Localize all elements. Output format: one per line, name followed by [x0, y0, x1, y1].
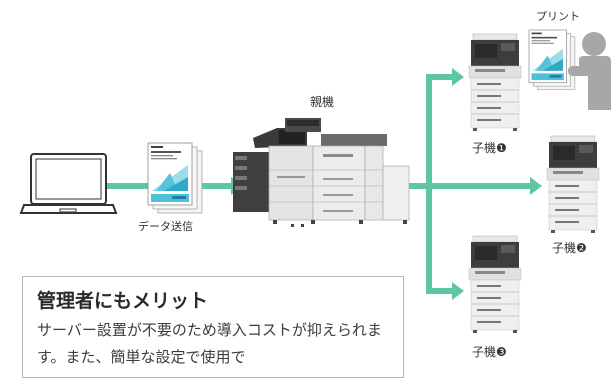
- branch-line-3: [426, 288, 454, 294]
- arrow-to-child-1: [452, 68, 464, 86]
- merit-callout-box: 管理者にもメリット サーバー設置が不要のため導入コストが抑えられます。また、簡単…: [22, 276, 404, 378]
- arrow-to-child-3: [452, 282, 464, 300]
- printer-icon: [468, 235, 522, 334]
- network-printing-diagram: [19, 29, 611, 334]
- laptop-icon: [19, 153, 118, 214]
- data-send-label: データ送信: [138, 220, 193, 233]
- parent-trunk-line: [409, 183, 426, 189]
- document-icon: [528, 29, 576, 90]
- child-machine-2-label: 子機❷: [552, 241, 587, 255]
- child-machine-1-label: 子機❶: [472, 141, 507, 155]
- merit-description: サーバー設置が不要のため導入コストが抑えられます。また、簡単な設定で使用で: [37, 321, 382, 366]
- branch-line-2: [426, 183, 532, 189]
- printer-icon: [468, 33, 522, 132]
- printer-icon: [233, 118, 410, 227]
- branch-line-1: [426, 74, 454, 80]
- person-icon: [568, 32, 611, 110]
- printer-icon: [546, 135, 600, 234]
- doc-to-parent-line: [195, 183, 231, 189]
- document-icon: [147, 142, 203, 214]
- laptop-to-doc-line: [107, 183, 153, 189]
- parent-machine-label: 親機: [310, 95, 335, 109]
- print-label: プリント: [536, 10, 580, 23]
- merit-title: 管理者にもメリット: [37, 290, 209, 312]
- child-machine-3-label: 子機❸: [472, 345, 507, 359]
- arrow-to-child-2: [530, 177, 542, 195]
